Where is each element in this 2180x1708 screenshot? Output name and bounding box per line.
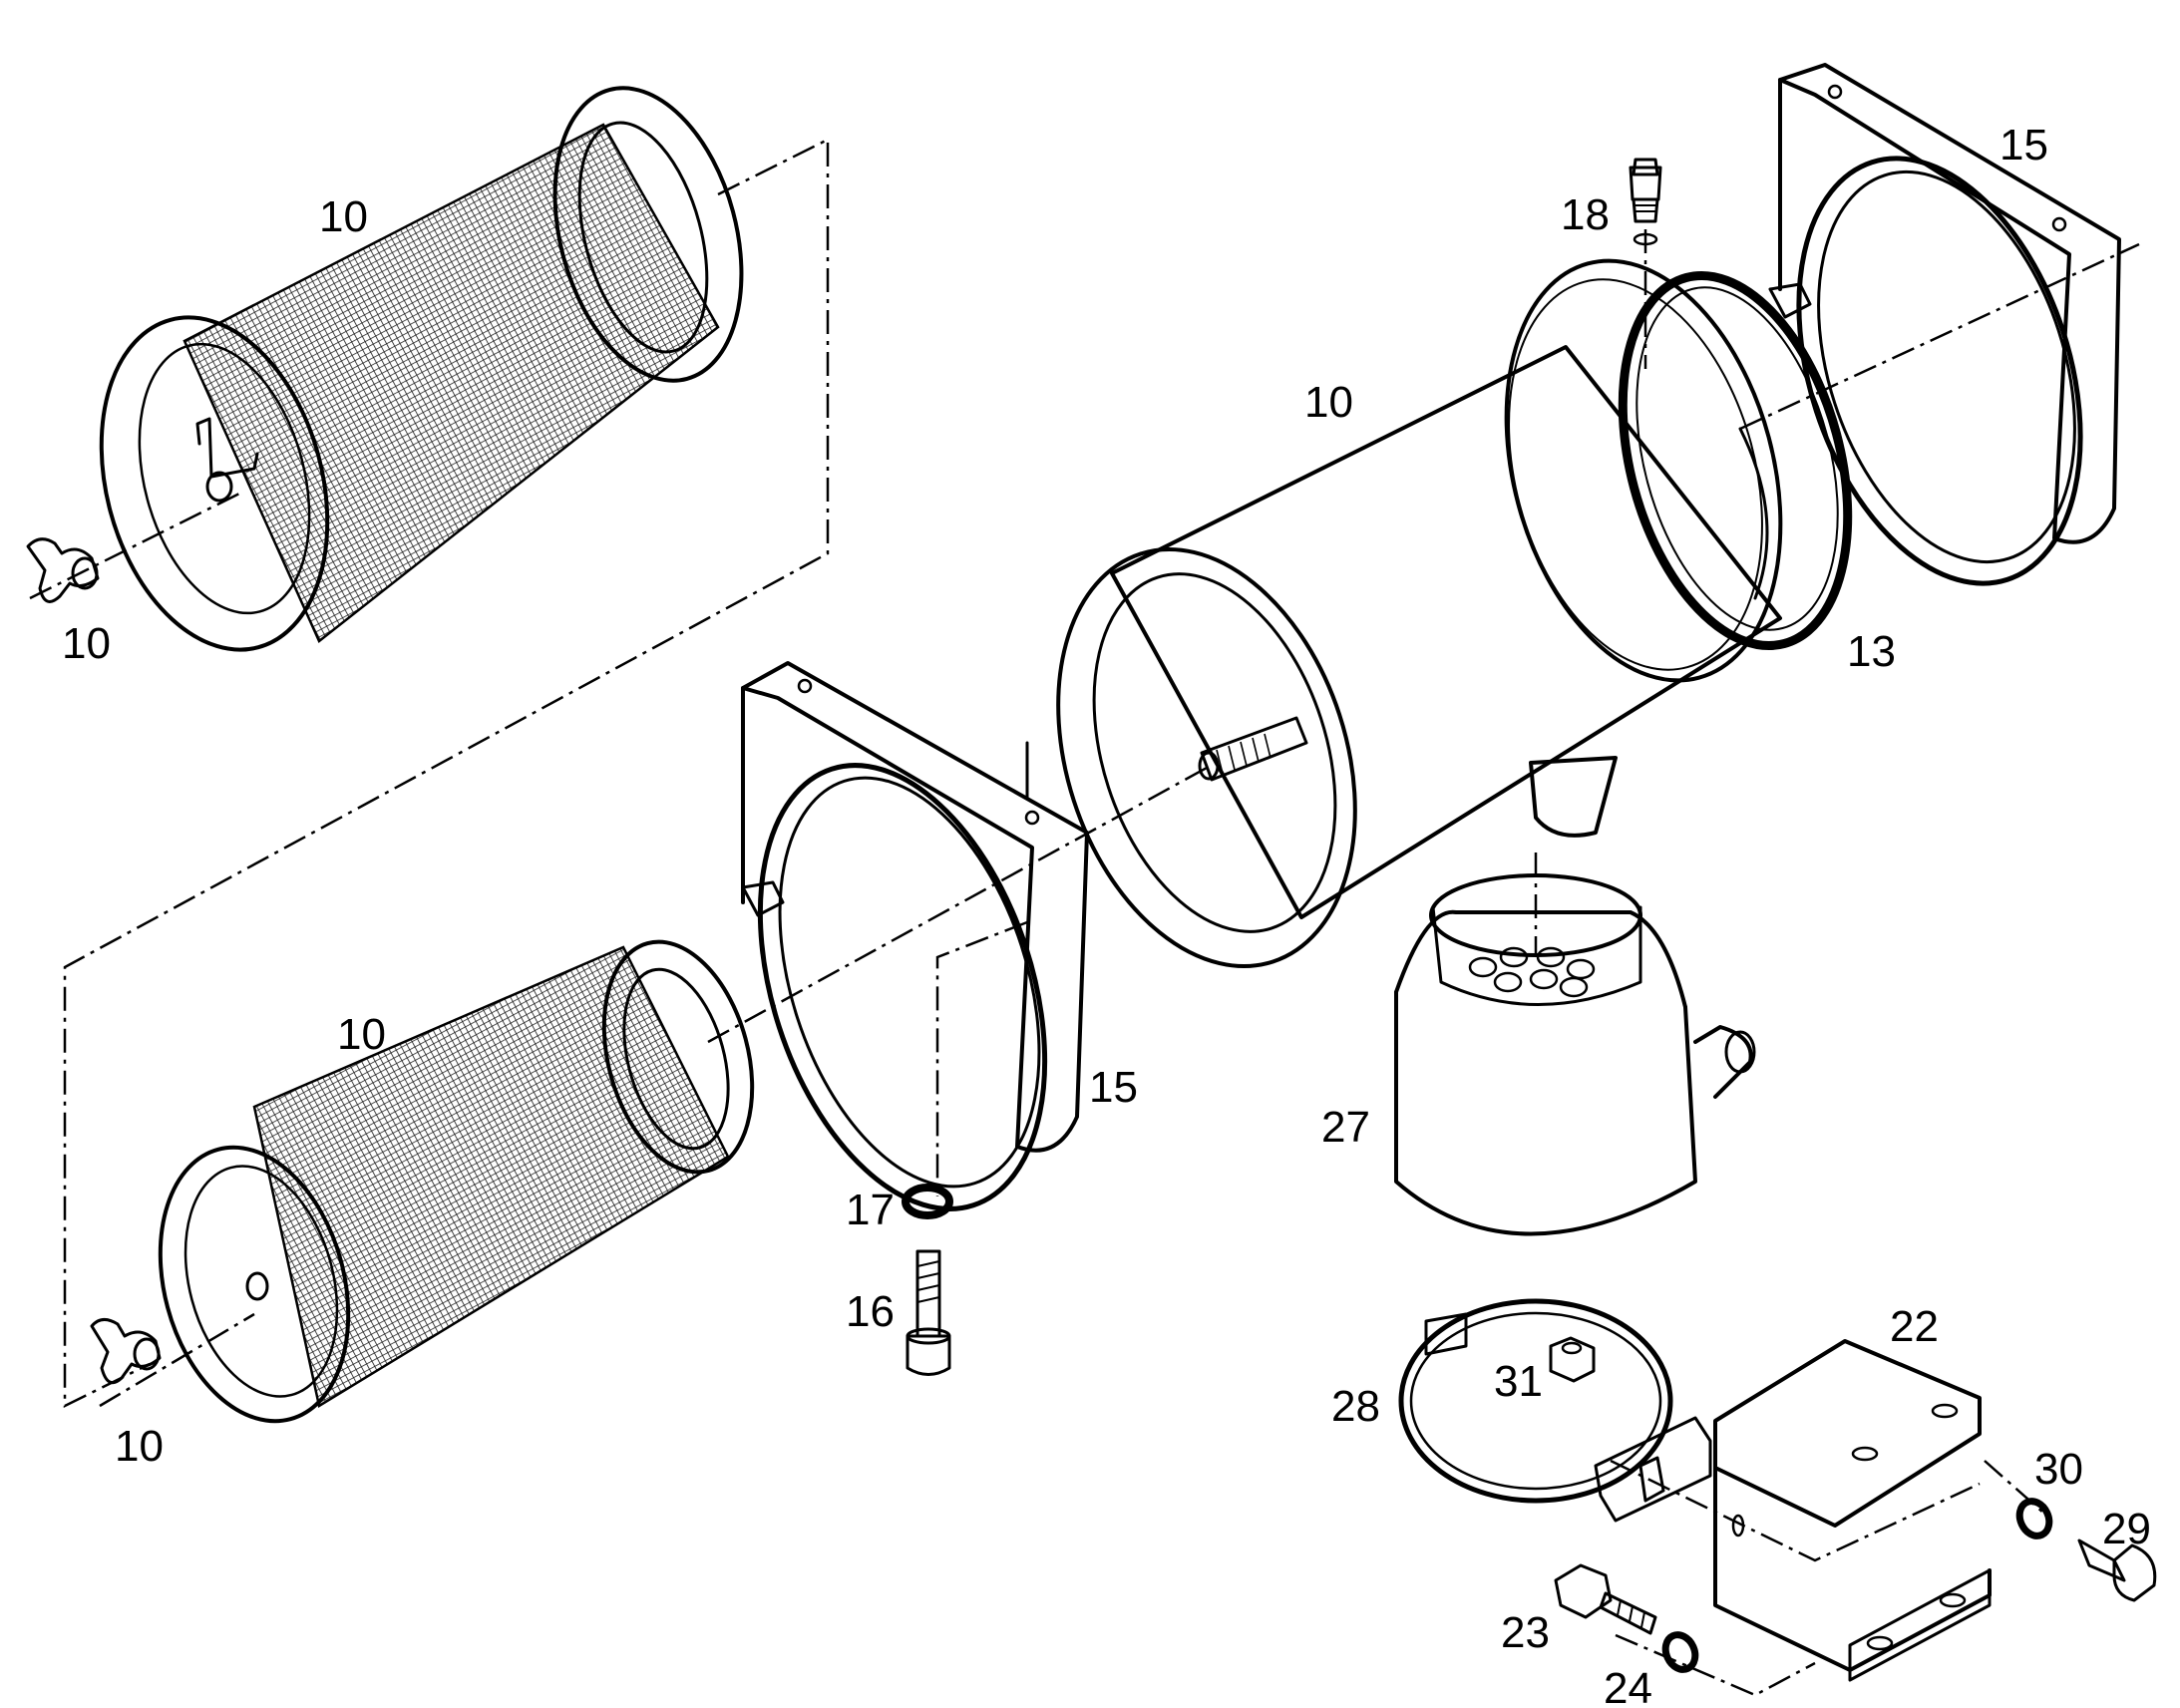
wingnut-bottom-label: 10	[115, 1422, 164, 1471]
washer-30-label: 30	[2034, 1445, 2083, 1494]
unloader-valve	[1629, 158, 1662, 246]
plate-label: 22	[1890, 1302, 1939, 1351]
clamp-label: 28	[1331, 1382, 1380, 1431]
sealing-ring	[1618, 270, 1853, 651]
wing-nut-top	[26, 537, 100, 603]
filter-housing	[1056, 258, 1783, 969]
washer-17	[902, 1184, 953, 1219]
bolt-16	[906, 1249, 951, 1376]
washer-24-label: 24	[1604, 1664, 1652, 1708]
filter-cartridge-top	[99, 86, 744, 652]
wingnut-top-label: 10	[62, 619, 111, 668]
mounting-plate	[1713, 1339, 1992, 1682]
mounting-bracket-right	[1768, 63, 2121, 586]
bracket-right-label: 15	[1999, 121, 2048, 170]
housing-label: 10	[1304, 378, 1353, 427]
dust-cup-label: 27	[1321, 1103, 1370, 1152]
filter-top-label: 10	[319, 192, 368, 241]
nut-label: 31	[1494, 1357, 1543, 1406]
bolt-29	[2077, 1538, 2157, 1602]
bolt-16-label: 16	[846, 1287, 895, 1336]
mounting-bracket-left	[741, 661, 1089, 1211]
dust-cup	[1394, 873, 1756, 1236]
bolt-23-label: 23	[1501, 1608, 1550, 1657]
filter-bottom-label: 10	[337, 1010, 386, 1059]
washer-30	[2015, 1498, 2053, 1539]
valve-label: 18	[1561, 190, 1610, 239]
bolt-23	[1554, 1563, 1657, 1635]
callout-labels: 10 10 10 10 10 15 15 13 18 17 16 27 28 3…	[62, 121, 2151, 1708]
assembly-lines	[29, 137, 2140, 1697]
bracket-left-label: 15	[1089, 1063, 1138, 1112]
filter-cartridge-bottom	[158, 939, 755, 1424]
washer-24	[1661, 1631, 1699, 1673]
bolt-29-label: 29	[2102, 1505, 2151, 1553]
sealing-ring-label: 13	[1847, 627, 1896, 676]
band-clamp	[1398, 1298, 1712, 1523]
wing-nut-bottom	[90, 1318, 162, 1385]
hex-nut	[1549, 1336, 1596, 1383]
washer-17-label: 17	[846, 1186, 895, 1234]
